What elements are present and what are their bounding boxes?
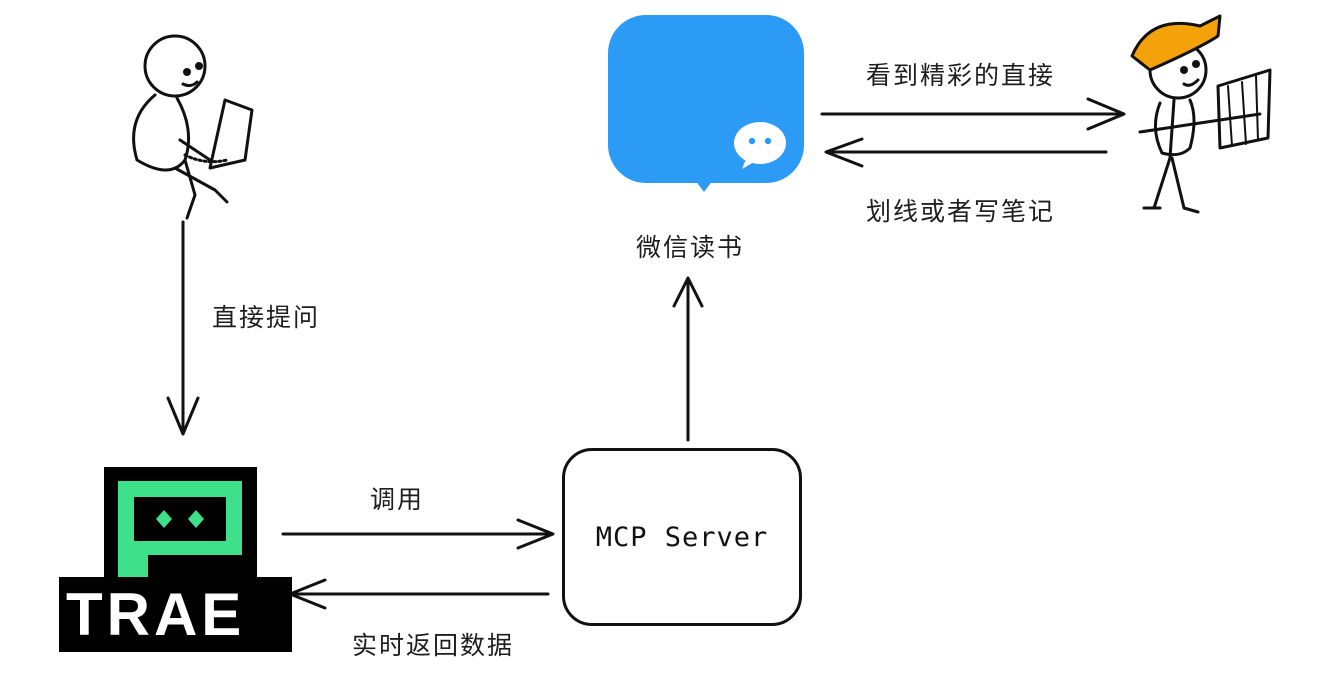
arrow-underline-note: [824, 137, 1108, 168]
label-wechat-read: 微信读书: [636, 233, 745, 262]
label-call: 调用: [370, 485, 425, 514]
mcp-server-box: MCP Server: [562, 448, 802, 626]
arrow-call: [281, 518, 555, 550]
trae-wordmark-text: TRAE: [66, 581, 246, 648]
label-underline-or-note: 划线或者写笔记: [866, 197, 1056, 226]
trae-robot-icon: [118, 481, 242, 577]
person-with-laptop-icon: [132, 34, 254, 220]
arrow-to-wechat: [672, 276, 704, 442]
trae-logo-wordmark: [59, 577, 292, 652]
label-ask-directly: 直接提问: [212, 303, 321, 332]
arrow-see-highlight: [820, 97, 1126, 131]
worker-reading-map-icon: [1130, 14, 1272, 214]
wechat-icon-tail: [692, 176, 716, 192]
arrow-ask-directly: [166, 220, 200, 436]
label-see-highlight: 看到精彩的直接: [866, 61, 1056, 90]
trae-logo-icon: [104, 467, 257, 583]
wechat-read-app-icon: [608, 15, 804, 183]
arrow-realtime-return: [288, 578, 550, 610]
mcp-server-label: MCP Server: [595, 521, 769, 553]
chat-bubble-icon: [734, 122, 786, 169]
label-realtime-return: 实时返回数据: [352, 631, 515, 660]
